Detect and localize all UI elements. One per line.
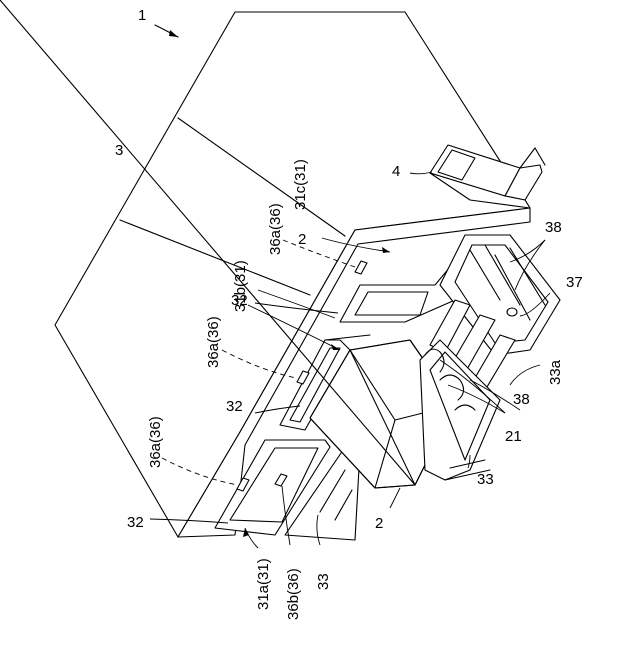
label-33a: 33a	[547, 359, 564, 385]
label-38-up: 38	[545, 219, 562, 236]
label-2-mid: 2	[298, 231, 306, 248]
label-1: 1	[138, 7, 146, 24]
label-36a-top: 36a(36)	[267, 203, 284, 255]
label-36a-bottom: 36a(36)	[147, 416, 164, 468]
opening-31c	[340, 255, 460, 322]
label-21: 21	[505, 428, 522, 445]
label-4: 4	[392, 163, 400, 180]
label-32-a: 32	[226, 398, 243, 415]
label-31c: 31c(31)	[292, 159, 309, 210]
label-2-low: 2	[375, 515, 383, 532]
label-3: 3	[115, 142, 123, 159]
label-31a: 31a(31)	[255, 558, 272, 610]
label-36b: 36b(36)	[285, 568, 302, 620]
label-37: 37	[566, 274, 583, 291]
label-36a-mid: 36a(36)	[205, 316, 222, 368]
label-32-c: 32	[127, 514, 144, 531]
label-38-low: 38	[513, 391, 530, 408]
label-33-left: 33	[315, 573, 332, 590]
label-33-right: 33	[477, 471, 494, 488]
label-31b: 31b(31)	[232, 260, 249, 312]
